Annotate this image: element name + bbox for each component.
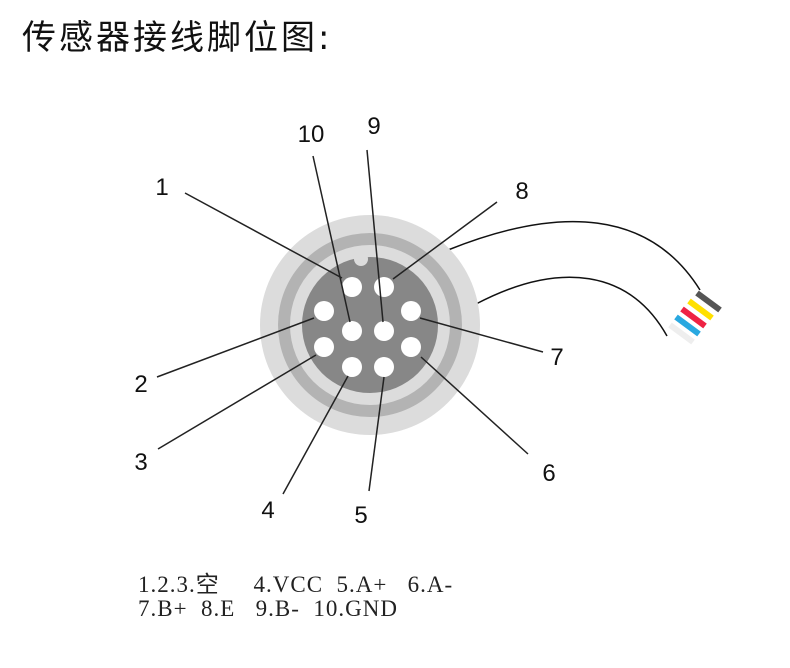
leader-line [368, 376, 385, 492]
key-notch [354, 252, 368, 266]
pin [342, 277, 362, 297]
pin-label-7: 7 [550, 344, 563, 371]
pin [374, 321, 394, 341]
pin [374, 357, 394, 377]
legend-line-2: 7.B+ 8.E 9.B- 10.GND [138, 596, 398, 621]
pin-label-6: 6 [542, 460, 555, 487]
leader-line [312, 155, 351, 323]
pin [342, 357, 362, 377]
pin-label-8: 8 [515, 178, 528, 205]
pin-label-1: 1 [155, 174, 168, 201]
leader-line [366, 149, 384, 323]
page-title: 传感器接线脚位图: [22, 18, 333, 58]
leader-line [156, 317, 315, 378]
leader-line [282, 375, 349, 495]
pin-label-2: 2 [134, 371, 147, 398]
pin [314, 337, 334, 357]
leader-line [184, 192, 343, 279]
pin-label-4: 4 [261, 497, 274, 524]
pin [314, 301, 334, 321]
pin-label-10: 10 [298, 121, 325, 148]
pin-label-3: 3 [134, 449, 147, 476]
pin-label-5: 5 [354, 502, 367, 529]
leader-line [392, 201, 498, 280]
pin-label-9: 9 [367, 113, 380, 140]
connector-face [302, 257, 438, 393]
leader-line [419, 317, 544, 353]
pin [374, 277, 394, 297]
pin [342, 321, 362, 341]
pin [401, 337, 421, 357]
wire-ends [668, 290, 722, 345]
pin [401, 301, 421, 321]
leader-line [420, 356, 529, 455]
cable [447, 220, 701, 337]
leader-line [157, 354, 317, 450]
legend-line-1: 1.2.3.空 4.VCC 5.A+ 6.A- [138, 572, 454, 597]
